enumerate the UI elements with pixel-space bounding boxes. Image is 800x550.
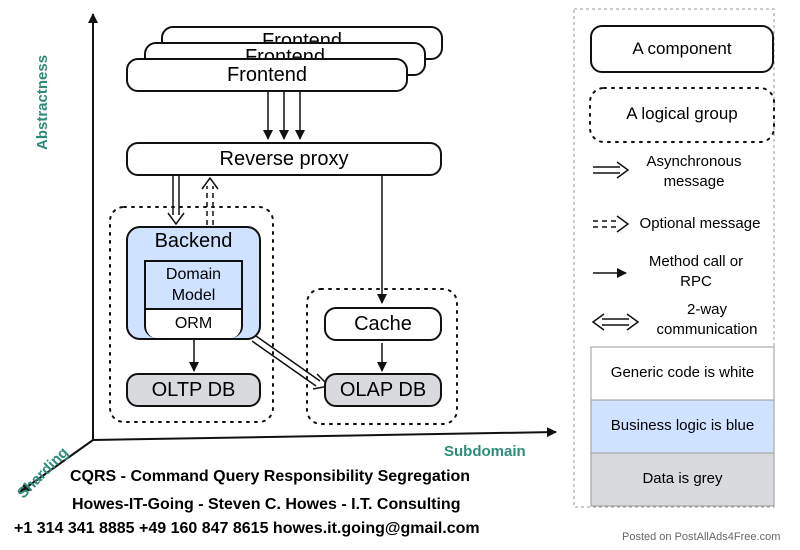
legend-generic-swatch xyxy=(590,346,775,401)
frontend-node: Frontend xyxy=(126,58,408,92)
domain-model-label: Domain Model xyxy=(165,266,222,304)
backend-to-olap-async-arrow xyxy=(251,335,331,390)
oltp-db-node: OLTP DB xyxy=(126,373,261,407)
diagonal-axis xyxy=(19,439,94,493)
legend-logical-group-label: A logical group xyxy=(626,104,738,123)
watermark: Posted on PostAllAds4Free.com xyxy=(622,531,781,543)
axis-label-abstractness: Abstractness xyxy=(34,54,51,150)
footer-company: Howes-IT-Going - Steven C. Howes - I.T. … xyxy=(72,496,461,513)
footer-contact: +1 314 341 8885 +49 160 847 8615 howes.i… xyxy=(14,520,480,537)
axis-label-subdomain: Subdomain xyxy=(444,443,526,460)
legend-logical-group-sample xyxy=(589,87,775,143)
legend-business-label: Business logic is blue xyxy=(610,417,755,434)
oltp-db-label: OLTP DB xyxy=(151,378,236,401)
footer-title: CQRS - Command Query Responsibility Segr… xyxy=(70,468,471,485)
olap-db-label: OLAP DB xyxy=(339,378,427,401)
cache-label: Cache xyxy=(354,312,412,335)
legend-component-label: A component xyxy=(632,39,732,58)
olap-db-node: OLAP DB xyxy=(324,373,442,407)
orm-node: ORM xyxy=(144,308,243,338)
legend-two-way-label: 2-way communication xyxy=(656,301,758,338)
backend-label: Backend xyxy=(154,230,233,252)
legend-async-icon xyxy=(593,161,630,179)
domain-model-node: Domain Model xyxy=(144,260,243,310)
legend-data-swatch xyxy=(590,452,775,507)
legend-async-label: Asynchronous message xyxy=(646,153,742,190)
horizontal-axis xyxy=(92,427,557,441)
axes xyxy=(19,13,557,493)
legend-business-swatch xyxy=(590,399,775,454)
legend-generic-label: Generic code is white xyxy=(610,364,755,381)
backend-to-proxy-optional-arrow xyxy=(201,176,219,225)
legend-optional-label: Optional message xyxy=(639,215,761,232)
legend-two-way-icon xyxy=(591,313,640,331)
legend-panel xyxy=(573,8,775,508)
reverse-proxy-node: Reverse proxy xyxy=(126,142,442,176)
reverse-proxy-label: Reverse proxy xyxy=(219,147,349,170)
orm-label: ORM xyxy=(174,315,213,332)
cache-node: Cache xyxy=(324,307,442,341)
proxy-to-backend-async-arrow xyxy=(167,174,185,226)
legend-component-sample: A component xyxy=(590,25,774,73)
frontend-label: Frontend xyxy=(226,63,308,86)
backend-group xyxy=(109,206,274,423)
frontend-to-proxy-arrows xyxy=(263,89,305,140)
legend-method-call-label: Method call or RPC xyxy=(648,253,744,290)
legend-data-label: Data is grey xyxy=(642,470,723,487)
legend-optional-icon xyxy=(593,215,630,233)
